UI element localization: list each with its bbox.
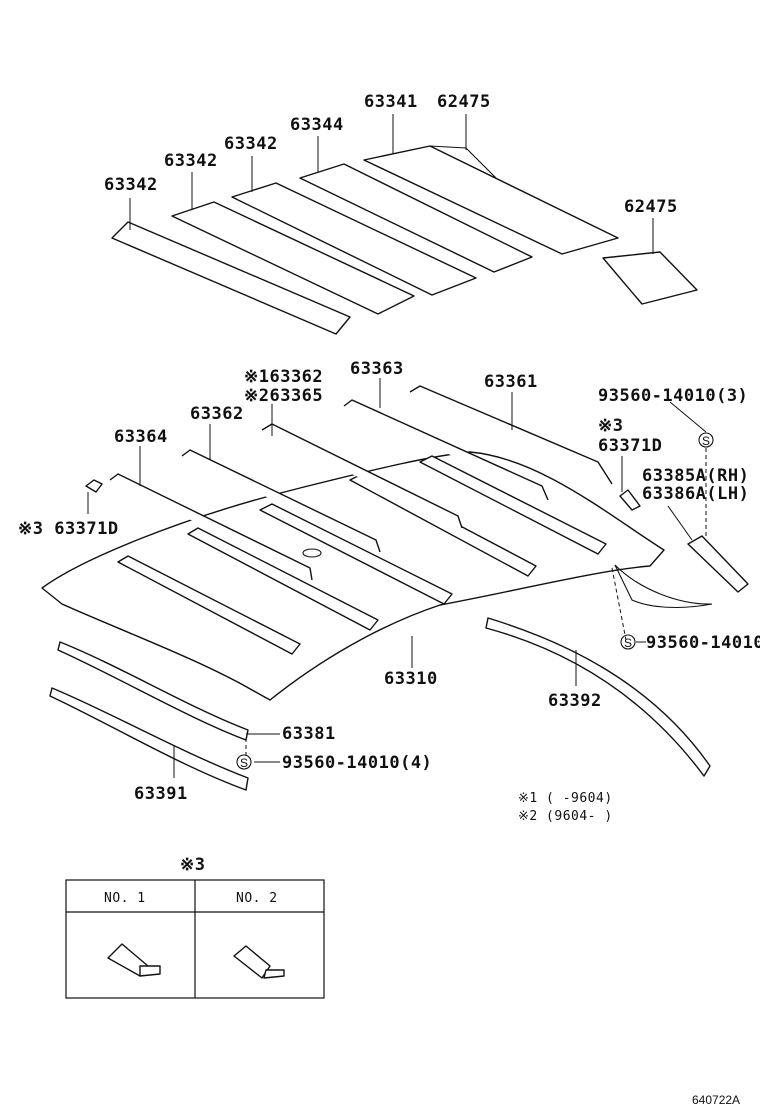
- top-leader-lines: [129, 114, 654, 254]
- label-93560-right: 93560-14010: [646, 633, 760, 653]
- rail-63364: [109, 473, 313, 581]
- note-2: ※2 (9604- ): [518, 809, 613, 824]
- pad-62475-small: [602, 251, 698, 305]
- label-62475-right: 62475: [624, 197, 678, 217]
- label-63342-c: 63342: [224, 134, 278, 154]
- s-symbols: S S S: [236, 432, 714, 770]
- pad-63341: [363, 145, 619, 255]
- label-63381: 63381: [282, 724, 336, 744]
- s-symbol-right-top: [698, 432, 714, 448]
- label-63341: 63341: [364, 92, 418, 112]
- clip-no2-icon: [233, 945, 285, 979]
- label-63362-note1: ※163362: [244, 367, 323, 387]
- label-63363: 63363: [350, 359, 404, 379]
- clip-63371d-right: [619, 489, 641, 511]
- svg-text:S: S: [702, 434, 710, 448]
- s-symbol-right: [620, 634, 636, 650]
- label-63342-a: 63342: [104, 175, 158, 195]
- s-symbol-left: [236, 754, 252, 770]
- label-93560-4: 93560-14010(4): [282, 753, 432, 773]
- rail-63361: [409, 385, 613, 485]
- label-63371d-right: 63371D: [598, 436, 662, 456]
- roof-pads-group: [111, 145, 698, 335]
- clip-no1-icon: [107, 943, 161, 977]
- pad-63342-front: [111, 221, 351, 335]
- pad-63342-second: [171, 201, 415, 315]
- roof-panel: [41, 451, 713, 701]
- label-93560-3: 93560-14010(3): [598, 386, 748, 406]
- table-col-no2: NO. 2: [236, 891, 278, 906]
- table-title: ※3: [180, 855, 205, 875]
- label-63386a: 63386A(LH): [642, 484, 749, 504]
- rail-63365: [261, 423, 463, 529]
- label-63342-b: 63342: [164, 151, 218, 171]
- rail-63362: [181, 449, 381, 553]
- rail-63391: [49, 687, 249, 791]
- label-63361: 63361: [484, 372, 538, 392]
- svg-text:S: S: [240, 756, 248, 770]
- label-63365-note2: ※263365: [244, 386, 323, 406]
- label-note3-right: ※3: [598, 416, 623, 436]
- rail-63392: [485, 617, 711, 777]
- label-63385a: 63385A(RH): [642, 466, 749, 486]
- pad-63344: [299, 163, 533, 273]
- footer-code: 640722A: [692, 1093, 740, 1107]
- label-62475-top: 62475: [437, 92, 491, 112]
- note-1: ※1 ( -9604): [518, 791, 613, 806]
- middle-leader-lines: [87, 378, 707, 778]
- roof-rails: [85, 385, 749, 593]
- rail-63363: [343, 399, 549, 501]
- label-63364: 63364: [114, 427, 168, 447]
- label-63391: 63391: [134, 784, 188, 804]
- note3-table: ※3 NO. 1 NO. 2: [65, 855, 325, 999]
- label-63371d-left: ※3 63371D: [18, 519, 119, 539]
- clip-63371d-left: [85, 479, 103, 493]
- label-63392: 63392: [548, 691, 602, 711]
- label-63310: 63310: [384, 669, 438, 689]
- label-63344: 63344: [290, 115, 344, 135]
- bracket-63385a: [687, 535, 749, 593]
- label-63362: 63362: [190, 404, 244, 424]
- pad-63342-third: [231, 182, 477, 296]
- svg-text:S: S: [624, 636, 632, 650]
- table-col-no1: NO. 1: [104, 891, 146, 906]
